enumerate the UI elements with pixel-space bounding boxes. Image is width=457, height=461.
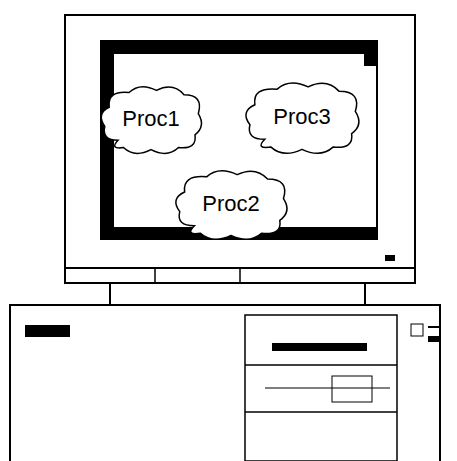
cloud-text-wrap: Proc2	[170, 166, 292, 242]
bay-divider	[245, 364, 397, 366]
process-cloud: Proc2	[170, 166, 292, 242]
monitor-frame	[65, 15, 415, 268]
cloud-shape	[101, 87, 201, 154]
case-badge	[25, 325, 70, 337]
process-label: Proc2	[202, 192, 259, 216]
drive-slot	[272, 343, 367, 351]
bay-divider	[245, 411, 397, 413]
screen-frame	[364, 40, 378, 66]
drive-slot-line	[265, 388, 390, 389]
process-label: Proc1	[122, 107, 179, 131]
process-label: Proc3	[273, 105, 330, 129]
monitor-stand	[109, 283, 111, 305]
process-cloud: Proc3	[240, 78, 364, 156]
monitor-stand	[364, 283, 366, 305]
computer-case	[10, 305, 440, 461]
indicator	[428, 336, 440, 342]
indicator	[428, 326, 440, 328]
drive-button	[332, 376, 372, 402]
power-led	[385, 255, 395, 261]
cloud-shape	[246, 83, 359, 153]
screen-frame	[376, 66, 378, 240]
base-divider	[239, 268, 241, 283]
base-divider	[154, 268, 156, 283]
cloud-text-wrap: Proc3	[240, 78, 364, 156]
power-switch	[411, 324, 423, 336]
cloud-shape	[176, 171, 287, 240]
process-cloud: Proc1	[96, 82, 206, 156]
screen-frame	[100, 40, 378, 54]
monitor-base	[65, 268, 415, 283]
cloud-text-wrap: Proc1	[96, 82, 206, 156]
drive-bay	[245, 315, 397, 461]
